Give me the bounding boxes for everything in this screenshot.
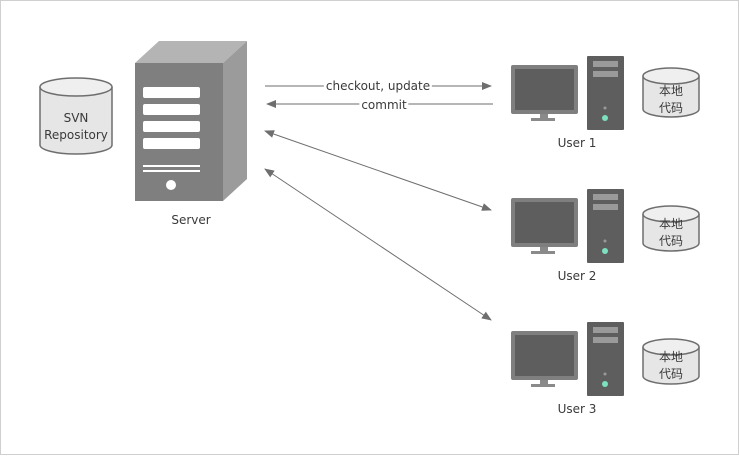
user1-local-code-label: 本地 代码 xyxy=(643,83,699,117)
user2-local-code-line1: 本地 xyxy=(658,217,683,231)
user2-local-code-line2: 代码 xyxy=(658,234,683,248)
checkout-update-label: checkout, update xyxy=(323,79,433,93)
user2-local-code-database-icon xyxy=(642,205,700,252)
svn-repository-database-icon xyxy=(39,77,113,155)
user3-workstation-icon xyxy=(511,322,624,396)
user1-local-code-line2: 代码 xyxy=(658,101,683,115)
server-user3-arrow xyxy=(264,168,492,321)
svn-repository-label: SVN Repository xyxy=(40,110,112,144)
svn-repository-label-line2: Repository xyxy=(44,128,108,142)
commit-label: commit xyxy=(359,98,409,112)
user3-local-code-line1: 本地 xyxy=(658,350,683,364)
server-user2-arrow xyxy=(264,130,492,211)
user1-local-code-database-icon xyxy=(642,67,700,118)
server-label: Server xyxy=(171,213,211,227)
user3-label: User 3 xyxy=(557,402,597,416)
svn-repository-label-line1: SVN xyxy=(63,111,89,125)
user3-local-code-database-icon xyxy=(642,338,700,385)
user1-label: User 1 xyxy=(557,136,597,150)
user1-workstation-icon xyxy=(511,56,624,130)
user2-workstation-icon xyxy=(511,189,624,263)
user3-local-code-label: 本地 代码 xyxy=(643,349,699,383)
user2-local-code-label: 本地 代码 xyxy=(643,216,699,250)
user3-local-code-line2: 代码 xyxy=(658,367,683,381)
user1-local-code-line1: 本地 xyxy=(658,84,683,98)
user2-label: User 2 xyxy=(557,269,597,283)
server-icon xyxy=(135,41,247,201)
